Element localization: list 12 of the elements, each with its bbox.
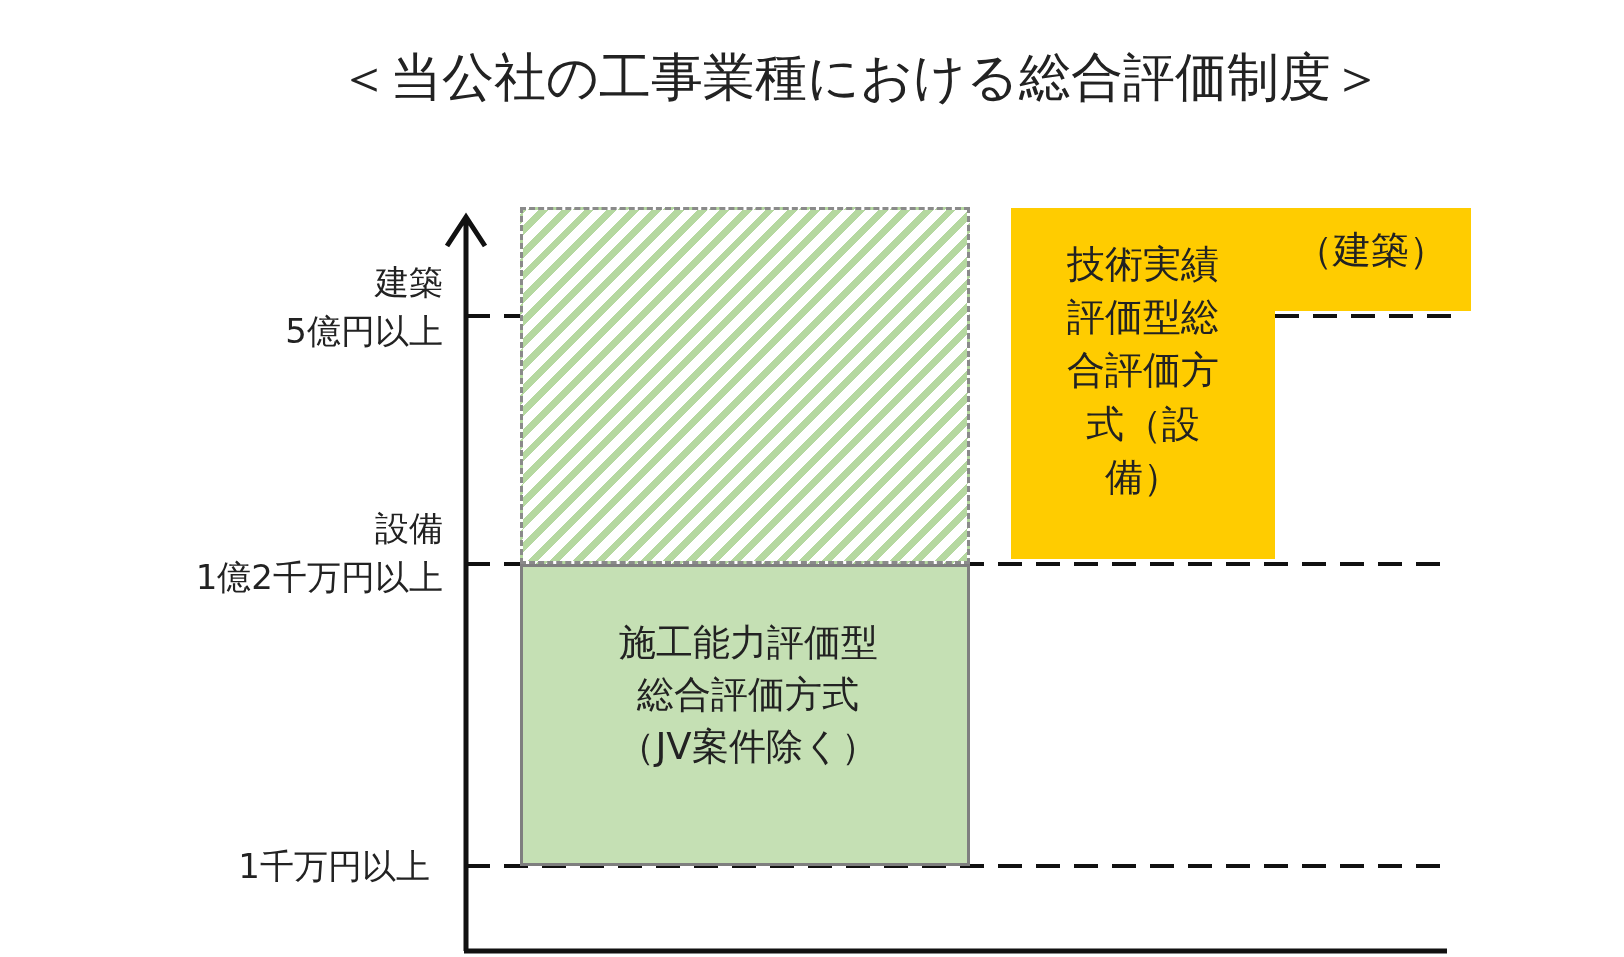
axis-label: 1千万円以上 (238, 846, 430, 886)
axis-label: 5億円以上 (285, 311, 443, 351)
axis-label: 1億2千万円以上 (195, 557, 443, 597)
box-text: 技術実績評価型総合評価方式（設備） (1066, 241, 1220, 501)
hatched-area (520, 207, 970, 564)
axis-label: 建築 (375, 262, 443, 302)
box-text: （建築） (1294, 227, 1448, 274)
range-box (520, 564, 970, 866)
axis-label: 設備 (375, 508, 443, 548)
title: ＜当公社の工事業種における総合評価制度＞ (336, 46, 1384, 108)
box-text: 施工能力評価型総合評価方式（JV案件除く） (617, 620, 879, 770)
range-area (1011, 208, 1471, 559)
